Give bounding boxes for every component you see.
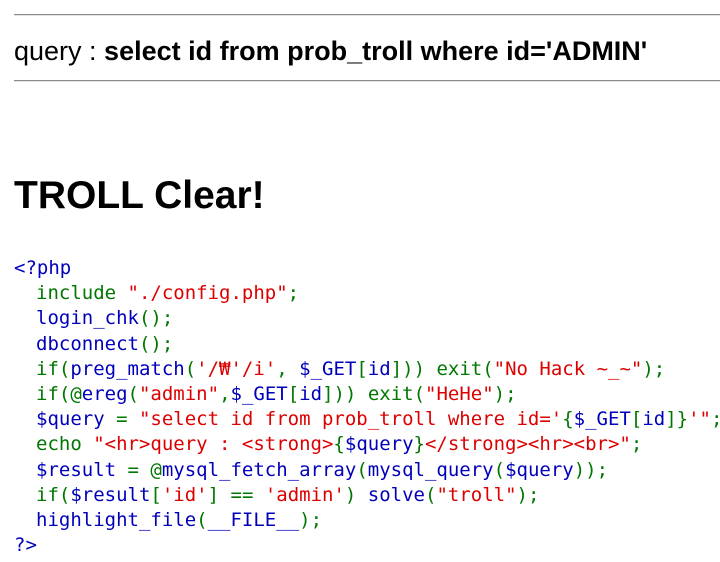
- query-label: query :: [14, 36, 105, 66]
- code-token: "<hr>query : <strong>: [93, 433, 334, 456]
- code-token: ])) exit(: [390, 357, 494, 380]
- code-token: (: [356, 458, 368, 481]
- code-token: id: [299, 382, 323, 405]
- code-token: $_GET: [299, 357, 357, 380]
- code-token: $query: [344, 433, 414, 456]
- code-token: solve: [367, 483, 425, 506]
- code-token: $query: [36, 408, 117, 431]
- code-token: );: [299, 508, 323, 531]
- code-token: }: [413, 433, 425, 456]
- code-line: $query = "select id from prob_troll wher…: [14, 407, 720, 432]
- code-token: = @: [127, 458, 162, 481]
- code-token: ));: [573, 458, 609, 481]
- code-token: </strong><hr><br>": [424, 433, 631, 456]
- code-token: if(@: [36, 382, 82, 405]
- code-token: ): [344, 483, 368, 506]
- code-token: [: [630, 408, 643, 431]
- code-token: );: [493, 382, 517, 405]
- code-token: include: [36, 282, 128, 305]
- code-token: if(: [36, 483, 71, 506]
- code-token: id: [367, 357, 391, 380]
- code-token: ] ==: [207, 483, 265, 506]
- code-token: "admin": [138, 382, 220, 405]
- query-value: select id from prob_troll where id='ADMI…: [104, 36, 648, 66]
- code-token: if(: [36, 357, 71, 380]
- code-token: "./config.php": [127, 282, 288, 305]
- code-token: ?>: [14, 534, 37, 557]
- code-token: "HeHe": [425, 382, 494, 405]
- code-line: login_chk();: [14, 306, 720, 331]
- code-token: login_chk: [36, 307, 139, 330]
- code-token: [: [287, 382, 300, 405]
- code-token: ,: [219, 382, 231, 405]
- code-token: );: [516, 483, 540, 506]
- code-token: {: [333, 433, 345, 456]
- code-token: ])) exit(: [322, 382, 426, 405]
- code-token: ereg: [81, 382, 128, 405]
- code-token: mysql_fetch_array: [161, 458, 357, 481]
- code-token: "select id from prob_troll where id=': [138, 408, 563, 431]
- code-line: <?php: [14, 256, 720, 281]
- code-token: 'admin': [264, 483, 345, 506]
- code-token: $_GET: [573, 408, 631, 431]
- code-token: $result: [70, 483, 151, 506]
- code-line: ?>: [14, 533, 720, 558]
- code-token: =: [116, 408, 139, 431]
- code-token: id: [642, 408, 666, 431]
- code-token: preg_match: [70, 357, 185, 380]
- code-line: highlight_file(__FILE__);: [14, 508, 720, 533]
- code-token: (: [184, 357, 197, 380]
- code-token: "No Hack ~_~": [493, 357, 643, 380]
- code-token: $_GET: [230, 382, 288, 405]
- code-token: <?php: [14, 257, 72, 279]
- code-token: mysql_query: [367, 458, 494, 481]
- query-line: query : select id from prob_troll where …: [14, 33, 647, 69]
- code-line: include "./config.php";: [14, 281, 720, 306]
- code-token: __FILE__: [207, 508, 300, 531]
- code-token: "troll": [436, 483, 517, 506]
- code-token: '": [688, 408, 711, 431]
- clear-heading: TROLL Clear!: [14, 174, 265, 217]
- code-token: ;: [287, 282, 300, 305]
- code-token: ]}: [665, 408, 689, 431]
- code-token: (: [425, 483, 437, 506]
- code-line: if(preg_match('/₩'/i', $_GET[id])) exit(…: [14, 357, 720, 382]
- code-token: [: [356, 357, 368, 380]
- code-token: (: [196, 508, 208, 531]
- code-token: $result: [36, 458, 128, 481]
- code-line: if($result['id'] == 'admin') solve("trol…: [14, 483, 720, 508]
- code-token: [: [150, 483, 162, 506]
- code-token: highlight_file: [36, 508, 197, 531]
- code-token: ;: [630, 433, 643, 456]
- code-token: (: [493, 458, 506, 481]
- code-token: {: [562, 408, 574, 431]
- code-token: (: [127, 382, 139, 405]
- code-token: );: [642, 357, 666, 380]
- code-token: ();: [138, 307, 174, 330]
- code-token: 'id': [161, 483, 208, 506]
- code-token: echo: [36, 433, 94, 456]
- code-token: ,: [276, 357, 300, 380]
- code-token: $query: [505, 458, 574, 481]
- code-token: ();: [138, 332, 174, 355]
- code-token: dbconnect: [36, 332, 139, 355]
- code-line: dbconnect();: [14, 332, 720, 357]
- horizontal-rule-bottom: [14, 80, 720, 82]
- code-line: echo "<hr>query : <strong>{$query}</stro…: [14, 432, 720, 457]
- horizontal-rule-top: [14, 14, 720, 16]
- code-token: ;: [711, 408, 720, 430]
- code-line: $result = @mysql_fetch_array(mysql_query…: [14, 458, 720, 483]
- code-token: '/₩'/i': [196, 357, 277, 380]
- code-line: if(@ereg("admin",$_GET[id])) exit("HeHe"…: [14, 382, 720, 407]
